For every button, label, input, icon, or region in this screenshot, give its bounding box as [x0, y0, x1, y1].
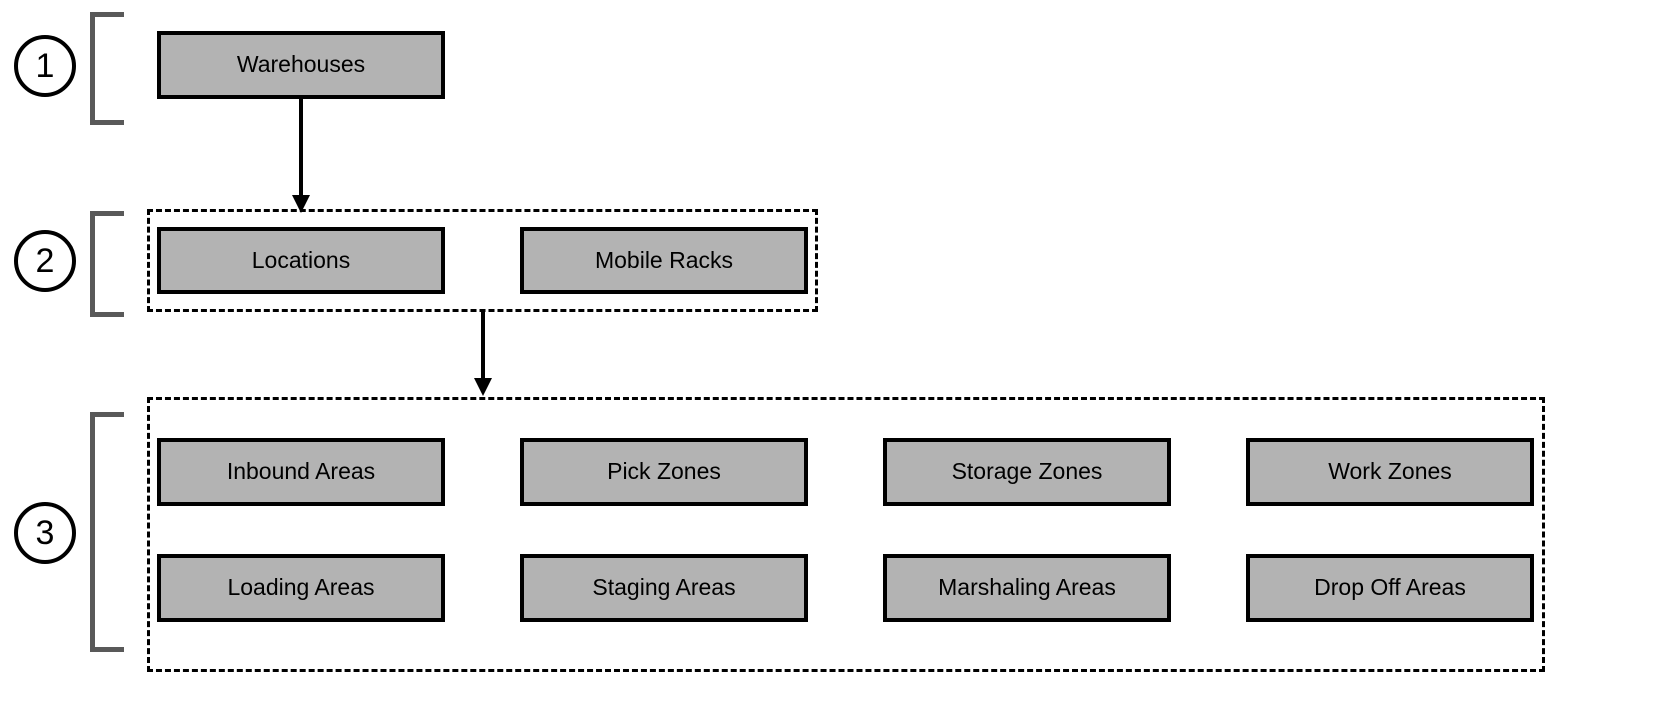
- arrow-locations-to-areas: [474, 312, 492, 396]
- entity-box-pick-zones[interactable]: Pick Zones: [520, 438, 808, 506]
- entity-box-storage-zones[interactable]: Storage Zones: [883, 438, 1171, 506]
- level-number-circle-three: 3: [14, 502, 76, 564]
- dashed-group-level-three: [147, 397, 1545, 672]
- level-bracket-one: [90, 12, 124, 125]
- entity-box-loading-areas[interactable]: Loading Areas: [157, 554, 445, 622]
- entity-box-warehouses[interactable]: Warehouses: [157, 31, 445, 99]
- level-number-circle-two: 2: [14, 230, 76, 292]
- entity-box-mobile-racks[interactable]: Mobile Racks: [520, 227, 808, 294]
- level-bracket-three: [90, 412, 124, 652]
- level-bracket-two: [90, 211, 124, 317]
- entity-box-inbound-areas[interactable]: Inbound Areas: [157, 438, 445, 506]
- entity-box-drop-off-areas[interactable]: Drop Off Areas: [1246, 554, 1534, 622]
- dashed-group-level-two: [147, 209, 818, 312]
- entity-box-marshaling-areas[interactable]: Marshaling Areas: [883, 554, 1171, 622]
- entity-box-work-zones[interactable]: Work Zones: [1246, 438, 1534, 506]
- level-number-circle-one: 1: [14, 35, 76, 97]
- entity-box-locations[interactable]: Locations: [157, 227, 445, 294]
- arrow-warehouses-to-locations: [292, 99, 310, 213]
- entity-box-staging-areas[interactable]: Staging Areas: [520, 554, 808, 622]
